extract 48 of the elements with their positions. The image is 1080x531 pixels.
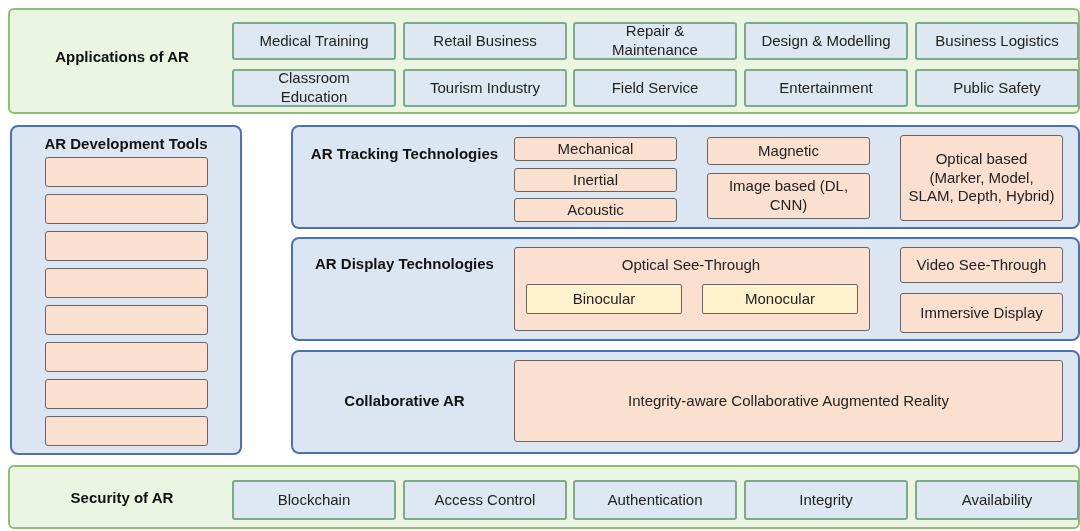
security-box: Access Control xyxy=(403,480,567,520)
security-box: Integrity xyxy=(744,480,908,520)
empty-box xyxy=(45,416,208,446)
technology-box: Magnetic xyxy=(707,137,870,165)
panel-title: AR Development Tools xyxy=(43,135,209,154)
technology-box: Mechanical xyxy=(514,137,677,161)
application-box: Classroom Education xyxy=(232,69,396,107)
empty-box xyxy=(45,379,208,409)
section-title: Applications of AR xyxy=(54,48,190,67)
technology-box: Immersive Display xyxy=(900,293,1063,333)
section-band xyxy=(8,465,1080,529)
technology-box: Video See-Through xyxy=(900,247,1063,283)
layer-panel xyxy=(291,125,1080,229)
application-box: Repair & Maintenance xyxy=(573,22,737,60)
application-box: Tourism Industry xyxy=(403,69,567,107)
application-box: Public Safety xyxy=(915,69,1079,107)
group-box xyxy=(514,247,870,331)
technology-box: Image based (DL, CNN) xyxy=(707,173,870,219)
section-band xyxy=(8,8,1080,114)
security-box: Authentication xyxy=(573,480,737,520)
application-box: Field Service xyxy=(573,69,737,107)
empty-box xyxy=(45,268,208,298)
group-title: Optical See-Through xyxy=(620,256,762,275)
technology-box: Integrity-aware Collaborative Augmented Reality xyxy=(514,360,1063,442)
security-box: Blockchain xyxy=(232,480,396,520)
application-box: Retail Business xyxy=(403,22,567,60)
technology-box: Acoustic xyxy=(514,198,677,222)
technology-box: Inertial xyxy=(514,168,677,192)
application-box: Business Logistics xyxy=(915,22,1079,60)
empty-box xyxy=(45,231,208,261)
layer-title: AR Display Technologies xyxy=(314,255,495,274)
empty-box xyxy=(45,342,208,372)
layer-panel xyxy=(291,237,1080,341)
technology-box: Binocular xyxy=(526,284,682,314)
layer-panel xyxy=(291,350,1080,454)
technology-box: Optical based (Marker, Model, SLAM, Depth, Hybrid) xyxy=(900,135,1063,221)
layer-title: Collaborative AR xyxy=(343,392,466,411)
application-box: Medical Training xyxy=(232,22,396,60)
security-box: Availability xyxy=(915,480,1079,520)
technology-box: Monocular xyxy=(702,284,858,314)
empty-box xyxy=(45,305,208,335)
empty-box xyxy=(45,194,208,224)
tools-panel xyxy=(10,125,242,455)
application-box: Design & Modelling xyxy=(744,22,908,60)
application-box: Entertainment xyxy=(744,69,908,107)
layer-title: AR Tracking Technologies xyxy=(309,145,500,164)
empty-box xyxy=(45,157,208,187)
section-title: Security of AR xyxy=(69,489,175,508)
